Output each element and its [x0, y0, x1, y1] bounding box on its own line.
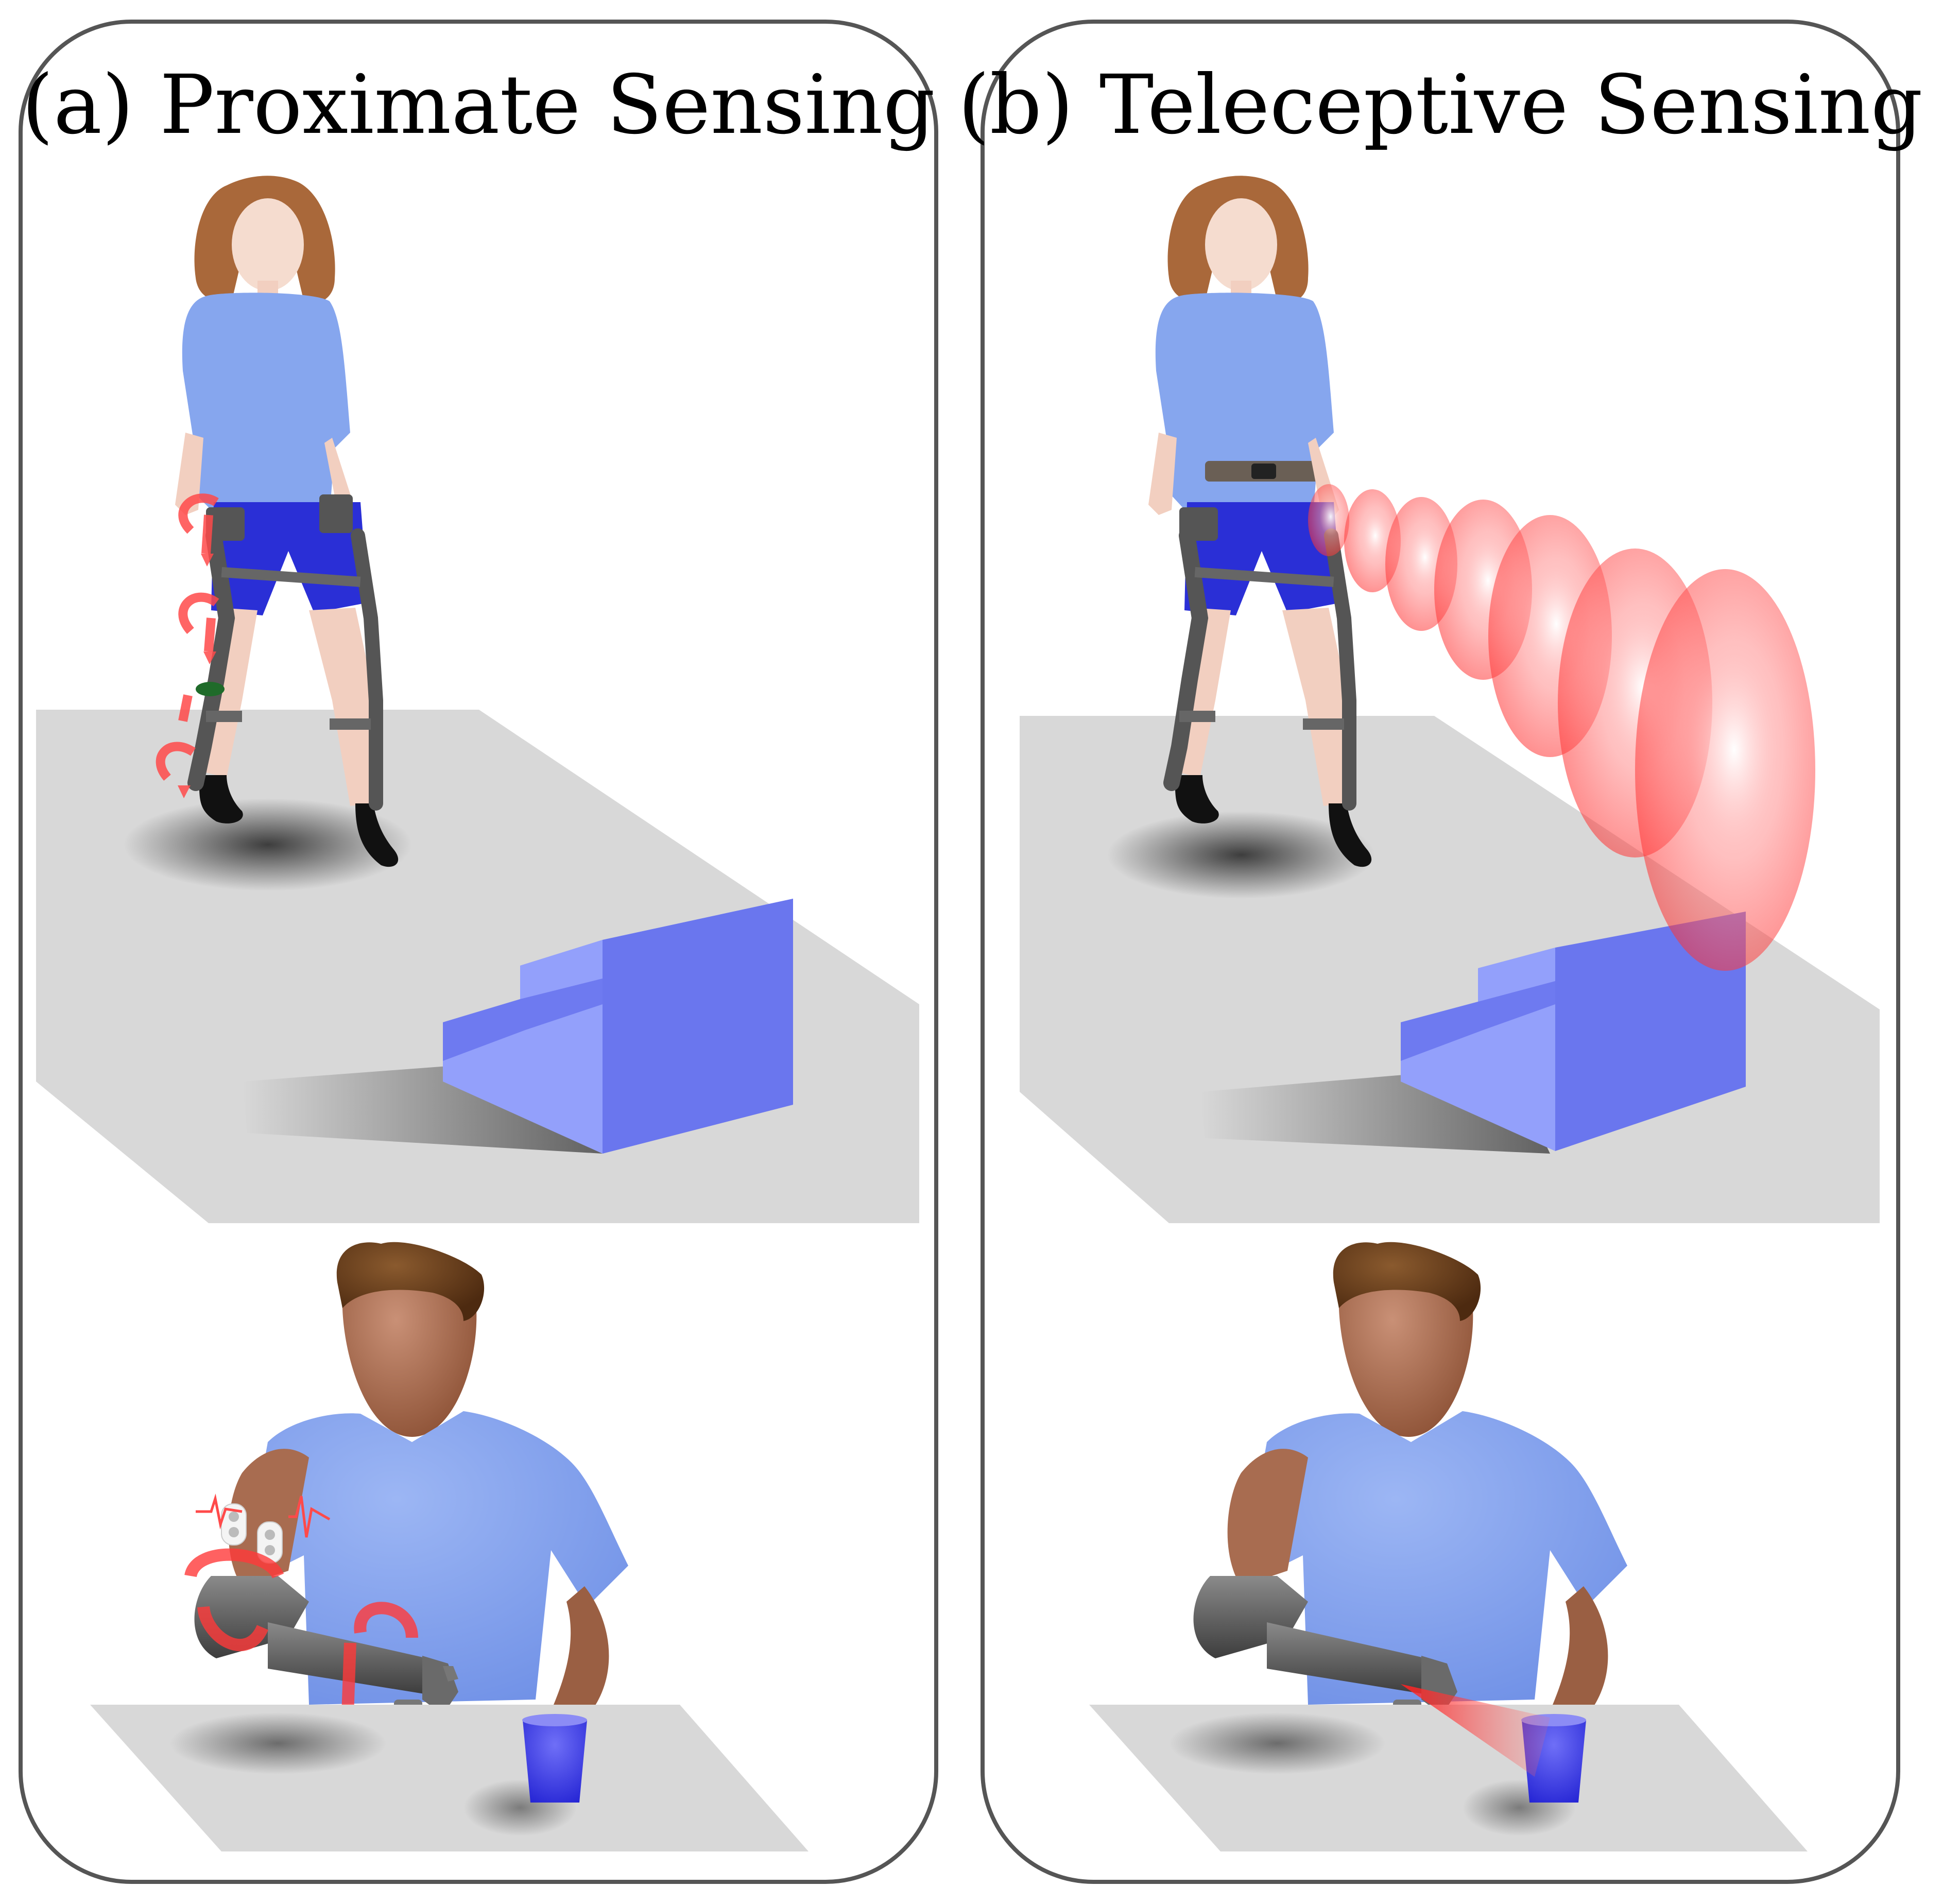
- face: [232, 198, 304, 291]
- panel-a: (a) Proximate Sensing: [19, 20, 938, 1884]
- shirt: [1155, 293, 1334, 515]
- woman-figure: [1148, 176, 1372, 867]
- man-figure: [1089, 1242, 1808, 1851]
- panel-b: (b) Teleceptive Sensing: [958, 20, 1923, 1884]
- step-block: [443, 899, 793, 1154]
- cup: [523, 1720, 587, 1803]
- person-shadow: [124, 798, 412, 891]
- imu-sensor-icon: [196, 682, 225, 696]
- knee-ankle-orthosis: [1163, 507, 1356, 811]
- man-hair: [1333, 1242, 1481, 1321]
- arm-shadow: [170, 1712, 386, 1774]
- panel-b-title: (b) Teleceptive Sensing: [958, 58, 1922, 152]
- arm-shadow: [1169, 1712, 1385, 1774]
- face: [1205, 198, 1277, 291]
- panel-a-title: (a) Proximate Sensing: [22, 58, 935, 152]
- shoe-right: [1329, 803, 1372, 867]
- person-shadow: [1107, 811, 1375, 899]
- man-head: [342, 1257, 477, 1437]
- shoe-left: [1174, 775, 1219, 824]
- rotation-arrow-icon: [156, 493, 219, 781]
- sensing-cone-icon: [1401, 1684, 1550, 1777]
- shirt: [182, 293, 350, 515]
- man-shirt: [1241, 1411, 1627, 1705]
- knee-ankle-orthosis: [187, 494, 383, 811]
- sensing-cone-icon: [1308, 484, 1815, 971]
- man-shirt: [242, 1411, 628, 1705]
- camera-sensor-icon: [1251, 464, 1276, 479]
- rotation-arrow-icon: [184, 1548, 418, 1716]
- man-head: [1338, 1257, 1473, 1437]
- emg-electrode-icon: [196, 1494, 331, 1564]
- shoe-left: [198, 775, 243, 824]
- shoe-right: [355, 803, 399, 867]
- shorts: [1184, 502, 1342, 615]
- woman-figure: [156, 176, 399, 867]
- man-hair: [336, 1242, 485, 1321]
- man-figure: [90, 1242, 809, 1851]
